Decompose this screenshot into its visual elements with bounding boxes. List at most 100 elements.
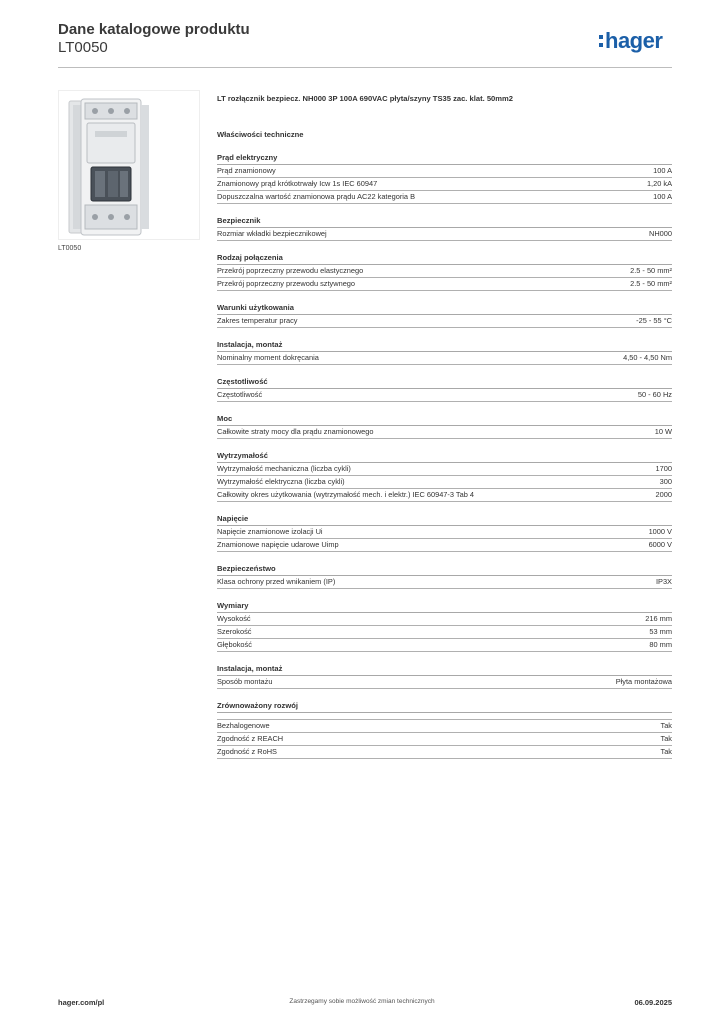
spec-value: IP3X [655,577,672,586]
footer-disclaimer: Zastrzegamy sobie możliwość zmian techni… [289,998,435,1005]
product-description: LT rozłącznik bezpiecz. NH000 3P 100A 69… [217,94,514,103]
spec-value: 6000 V [648,540,672,549]
hager-logo: hager [599,28,664,53]
spec-label: Sposób montażu [217,677,273,686]
image-caption: LT0050 [58,245,82,252]
properties-heading: Właściwości techniczne [217,130,304,139]
spec-label: Przekrój poprzeczny przewodu sztywnego [217,279,356,288]
footer-website: hager.com/pl [58,998,105,1007]
spec-label: Wysokość [217,614,251,623]
spec-label: Wytrzymałość mechaniczna (liczba cykli) [217,464,351,473]
section-title: Zrównoważony rozwój [217,700,672,713]
section-title: Rodzaj połączenia [217,252,672,265]
spec-label: Nominalny moment dokręcania [217,353,319,362]
section-spacer [217,713,672,720]
spec-row: Klasa ochrony przed wnikaniem (IP) IP3X [217,576,672,589]
spec-value: 2000 [655,490,672,499]
spec-value: 100 A [653,166,672,175]
spec-row: Prąd znamionowy 100 A [217,165,672,178]
spec-row: Nominalny moment dokręcania 4,50 - 4,50 N… [217,352,672,365]
spec-row: Rozmiar wkładki bezpiecznikowej NH000 [217,228,672,241]
spec-label: Znamionowe napięcie udarowe Uimp [217,540,339,549]
footer-date: 06.09.2025 [634,998,672,1007]
section-title: Bezpiecznik [217,215,672,228]
logo-dot-top [599,35,603,39]
spec-label: Całkowite straty mocy dla prądu znamiono… [217,427,374,436]
section-title: Częstotliwość [217,376,672,389]
spec-row: Napięcie znamionowe izolacji Ui 1000 V [217,526,672,539]
spec-value: 100 A [653,192,672,201]
spec-label: Napięcie znamionowe izolacji Ui [217,527,323,536]
product-image [58,90,200,240]
spec-value: 300 [659,477,672,486]
spec-value: 216 mm [645,614,672,623]
spec-label: Zgodność z RoHS [217,747,277,756]
spec-label: Prąd znamionowy [217,166,276,175]
spec-row: Całkowite straty mocy dla prądu znamiono… [217,426,672,439]
spec-label: Głębokość [217,640,252,649]
spec-value: 80 mm [649,640,672,649]
spec-label: Klasa ochrony przed wnikaniem (IP) [217,577,336,586]
spec-row: Dopuszczalna wartość znamionowa prądu AC… [217,191,672,204]
spec-label: Przekrój poprzeczny przewodu elastyczneg… [217,266,364,275]
spec-row: Znamionowe napięcie udarowe Uimp 6000 V [217,539,672,552]
spec-label: Bezhalogenowe [217,721,270,730]
spec-value: Płyta montażowa [615,677,672,686]
spec-row: Częstotliwość 50 - 60 Hz [217,389,672,402]
spec-row: Zakres temperatur pracy -25 - 55 °C [217,315,672,328]
spec-value: 2.5 - 50 mm² [630,279,672,288]
section-title: Instalacja, montaż [217,663,672,676]
spec-label: Zakres temperatur pracy [217,316,298,325]
spec-value: Tak [660,734,673,743]
spec-value: NH000 [648,229,672,238]
spec-label: Częstotliwość [217,390,263,399]
spec-value: 1,20 kA [646,179,672,188]
spec-value: 2.5 - 50 mm² [630,266,672,275]
spec-value: -25 - 55 °C [636,316,672,325]
header-divider [58,67,672,68]
spec-value: 4,50 - 4,50 Nm [623,353,672,362]
fuse-switch-illustration [68,98,149,236]
spec-label: Dopuszczalna wartość znamionowa prądu AC… [217,192,416,201]
spec-label: Całkowity okres użytkowania (wytrzymałoś… [217,490,474,499]
spec-value: 1700 [655,464,672,473]
section-title: Wymiary [217,600,672,613]
product-code: LT0050 [58,39,108,56]
section-title: Wytrzymałość [217,450,672,463]
spec-label: Szerokość [217,627,252,636]
page-title: Dane katalogowe produktu [58,21,250,38]
spec-row: Wytrzymałość mechaniczna (liczba cykli) 1… [217,463,672,476]
spec-row: Całkowity okres użytkowania (wytrzymałoś… [217,489,672,502]
spec-label: Zgodność z REACH [217,734,284,743]
spec-label: Rozmiar wkładki bezpiecznikowej [217,229,327,238]
section-title: Napięcie [217,513,672,526]
logo-dot-bottom [599,43,603,47]
logo-text: hager [605,28,663,53]
spec-row: Głębokość 80 mm [217,639,672,652]
spec-row: Sposób montażu Płyta montażowa [217,676,672,689]
spec-value: 1000 V [648,527,672,536]
spec-row: Zgodność z REACH Tak [217,733,672,746]
spec-row: Wytrzymałość elektryczna (liczba cykli)3… [217,476,672,489]
product-details: LT rozłącznik bezpiecz. NH000 3P 100A 69… [217,94,672,770]
section-title: Instalacja, montaż [217,339,672,352]
spec-row: Przekrój poprzeczny przewodu elastyczneg… [217,265,672,278]
spec-value: 50 - 60 Hz [637,390,672,399]
section-title: Bezpieczeństwo [217,563,672,576]
